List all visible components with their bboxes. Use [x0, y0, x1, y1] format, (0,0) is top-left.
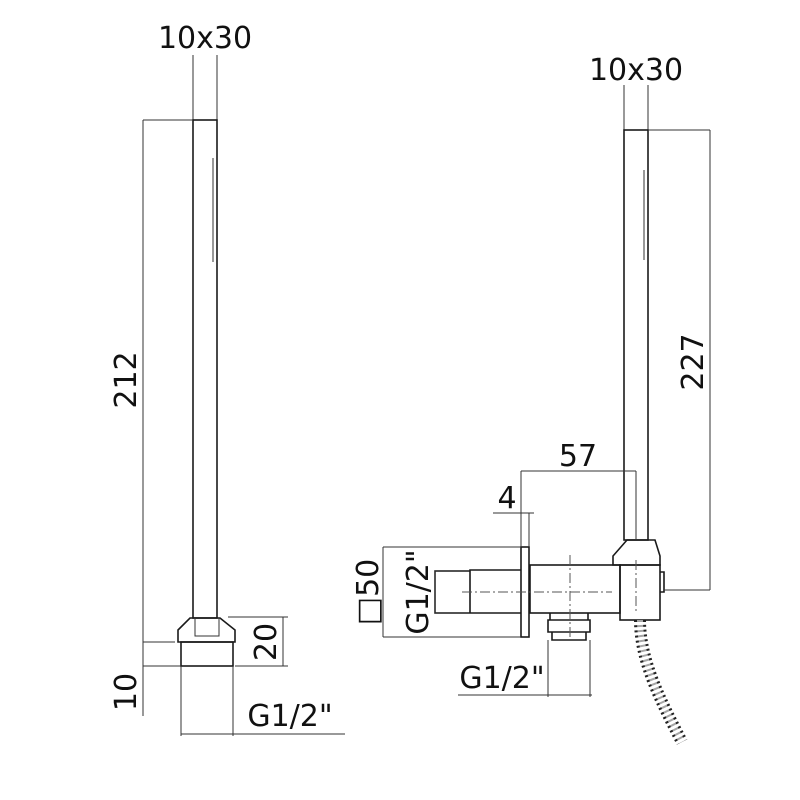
dim-length: 227: [676, 333, 711, 390]
dim-top-section: 10x30: [589, 53, 683, 88]
wall-nipple: [434, 569, 521, 614]
outlet-fitting: [547, 613, 591, 641]
holder-body: [619, 564, 661, 621]
dim-plate: □50: [351, 559, 386, 626]
dim-offset: 57: [559, 439, 597, 474]
dim-top-section: 10x30: [158, 21, 252, 56]
nut: [177, 617, 236, 643]
right-view: 10x30 227 57 4 □50 G1/2" G1/2": [351, 53, 711, 745]
dim-thread: G1/2": [247, 699, 332, 734]
left-view: 10x30 212 20 10 G1/2": [109, 21, 345, 736]
dim-wall-thread: G1/2": [401, 549, 436, 634]
dim-length: 212: [109, 351, 144, 408]
elbow-pipe: [529, 564, 621, 614]
dim-thread-height: 10: [109, 673, 144, 711]
thread: [180, 641, 234, 667]
dim-flange: 4: [497, 481, 516, 516]
dim-outlet-thread: G1/2": [459, 661, 544, 696]
dim-nut-height: 20: [249, 623, 284, 661]
